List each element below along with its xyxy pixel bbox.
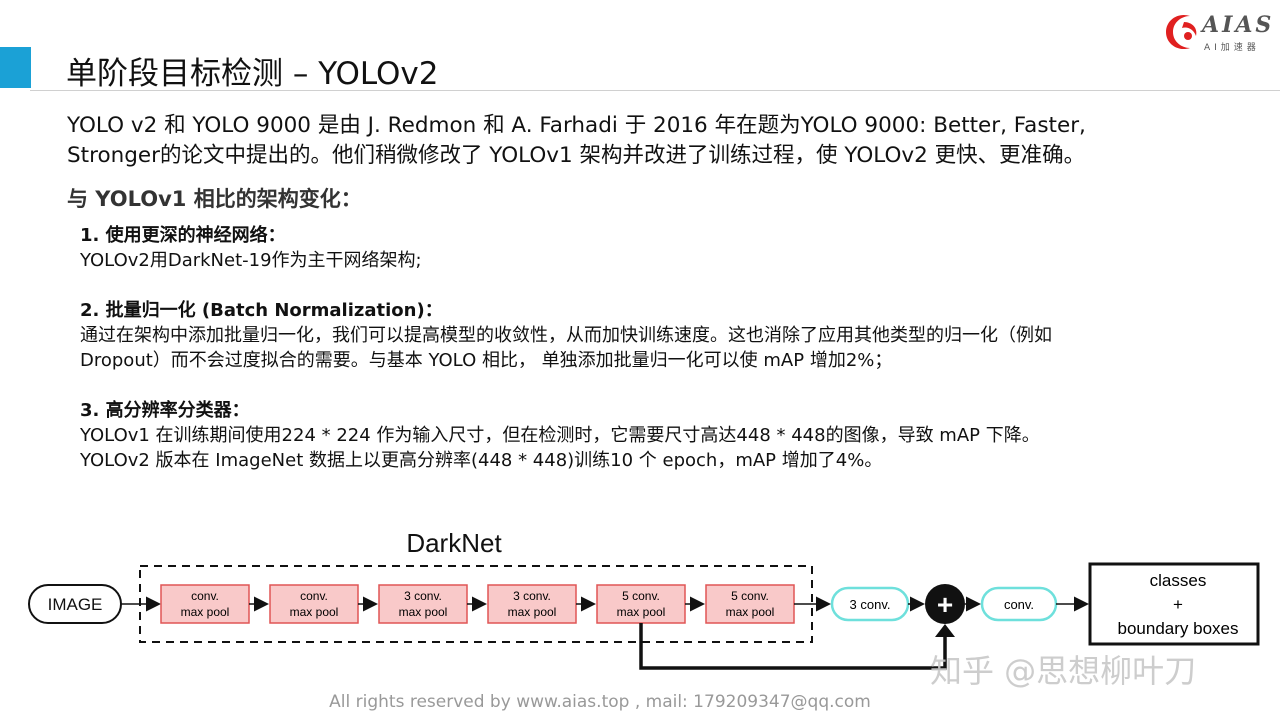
- title-divider: [30, 90, 1280, 91]
- block-line1: 3 conv.: [404, 589, 442, 603]
- slide-title: 单阶段目标检测 – YOLOv2: [66, 56, 439, 92]
- output-plus: +: [1173, 595, 1183, 614]
- block-line2: max pool: [290, 605, 339, 619]
- change-list: 1. 使用更深的神经网络： YOLOv2用DarkNet-19作为主干网络架构;…: [80, 223, 1250, 498]
- section-heading: 与 YOLOv1 相比的架构变化：: [67, 187, 362, 211]
- darknet-block: 5 conv. max pool: [596, 584, 686, 624]
- dragon-logo-icon: [1166, 14, 1197, 50]
- intro-line: Stronger的论文中提出的。他们稍微修改了 YOLOv1 架构并改进了训练过…: [67, 143, 1086, 168]
- block-line2: max pool: [726, 605, 775, 619]
- block-line1: 5 conv.: [731, 589, 769, 603]
- output-boxes: boundary boxes: [1118, 619, 1239, 638]
- item-line: YOLOv2用DarkNet-19作为主干网络架构;: [80, 250, 422, 271]
- darknet-block: 3 conv. max pool: [378, 584, 468, 624]
- darknet-block: conv. max pool: [269, 584, 359, 624]
- logo-subtext: AI加速器: [1204, 43, 1260, 53]
- output-classes: classes: [1150, 571, 1207, 590]
- conv3-label: 3 conv.: [850, 597, 891, 612]
- block-line1: 3 conv.: [513, 589, 551, 603]
- footer-copyright: All rights reserved by www.aias.top , ma…: [329, 692, 871, 712]
- item-line: 通过在架构中添加批量归一化，我们可以提高模型的收敛性，从而加快训练速度。这也消除…: [80, 325, 1052, 346]
- list-item: 1. 使用更深的神经网络： YOLOv2用DarkNet-19作为主干网络架构;: [80, 223, 1250, 273]
- skip-arrowhead: [935, 624, 955, 637]
- intro-paragraph: YOLO v2 和 YOLO 9000 是由 J. Redmon 和 A. Fa…: [67, 111, 1247, 171]
- darknet-label: DarkNet: [406, 528, 502, 558]
- logo-text: AIAS: [1202, 12, 1275, 38]
- output-box: [1088, 562, 1260, 646]
- darknet-block: conv. max pool: [160, 584, 250, 624]
- add-node: [925, 584, 965, 624]
- item-title: 3. 高分辨率分类器：: [80, 400, 250, 421]
- intro-line: YOLO v2 和 YOLO 9000 是由 J. Redmon 和 A. Fa…: [67, 113, 1086, 138]
- block-line1: conv.: [191, 589, 219, 603]
- darknet-block: 5 conv. max pool: [705, 584, 795, 624]
- list-item: 2. 批量归一化 (Batch Normalization)： 通过在架构中添加…: [80, 298, 1250, 373]
- block-line2: max pool: [508, 605, 557, 619]
- list-item: 3. 高分辨率分类器： YOLOv1 在训练期间使用224 * 224 作为输入…: [80, 398, 1250, 473]
- item-line: Dropout）而不会过度拟合的需要。与基本 YOLO 相比， 单独添加批量归一…: [80, 350, 893, 371]
- darknet-block: 3 conv. max pool: [487, 584, 577, 624]
- yolov2-architecture-diagram: DarkNet IMAGE conv. max pool conv. max p…: [28, 528, 1260, 670]
- block-line2: max pool: [181, 605, 230, 619]
- item-line: YOLOv2 版本在 ImageNet 数据上以更高分辨率(448 * 448)…: [80, 450, 883, 471]
- conv-label: conv.: [1004, 597, 1034, 612]
- aias-logo: AIAS AI加速器: [1160, 10, 1275, 54]
- input-label: IMAGE: [48, 595, 103, 614]
- item-title: 2. 批量归一化 (Batch Normalization)：: [80, 300, 443, 321]
- item-line: YOLOv1 在训练期间使用224 * 224 作为输入尺寸，但在检测时，它需要…: [80, 425, 1040, 446]
- block-line2: max pool: [617, 605, 666, 619]
- title-accent-bar: [0, 47, 31, 88]
- skip-connection: [639, 623, 947, 670]
- block-line1: 5 conv.: [622, 589, 660, 603]
- item-title: 1. 使用更深的神经网络：: [80, 225, 286, 246]
- watermark: 知乎 @思想柳叶刀: [930, 652, 1197, 690]
- block-line2: max pool: [399, 605, 448, 619]
- add-symbol: +: [937, 589, 953, 620]
- block-line1: conv.: [300, 589, 328, 603]
